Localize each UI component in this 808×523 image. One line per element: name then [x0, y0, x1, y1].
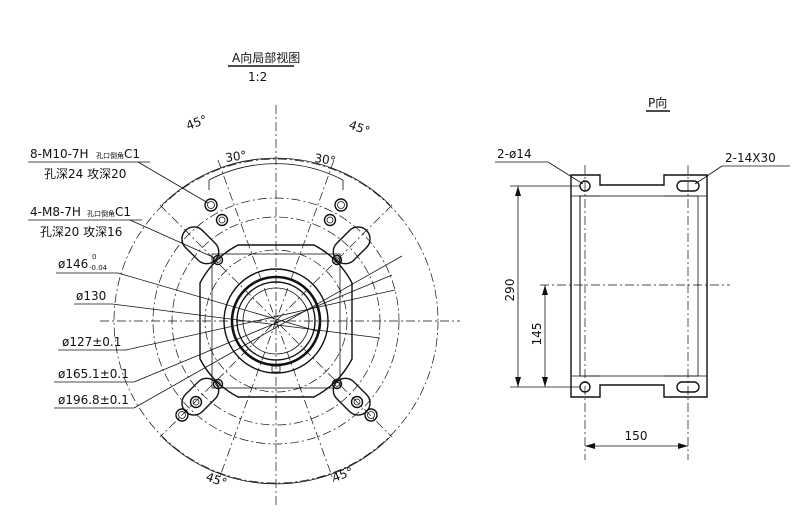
leader-m10	[137, 161, 209, 204]
angle-arc-top	[161, 157, 391, 206]
dia-130-label: ø130	[76, 289, 106, 303]
label-m8-thread: 4-M8-7H	[30, 205, 81, 219]
base-outline	[570, 174, 708, 398]
m10-hole	[175, 408, 189, 422]
flange-inner-square	[211, 253, 341, 389]
boss-top-left	[181, 226, 220, 265]
boss-bottom-left	[181, 377, 220, 416]
m10-hole	[364, 408, 378, 422]
angle-arc-bottom	[161, 436, 391, 485]
outer-arc-circle	[113, 158, 439, 484]
leader-165	[133, 274, 393, 383]
arrow	[542, 377, 548, 387]
boss-top-right	[332, 226, 371, 265]
dia-146-label: ø146	[58, 257, 88, 271]
label-m8-chamfer: C1	[115, 205, 131, 219]
leader-130	[111, 303, 381, 339]
bore-outer	[223, 268, 329, 374]
flange-body-outline	[199, 244, 353, 398]
dim-145-text: 145	[530, 323, 544, 346]
m8-hole	[331, 378, 343, 390]
view-a-scale: 1:2	[248, 70, 267, 84]
arrow	[515, 377, 521, 387]
label-m8-chamfer-note: 孔口倒角	[87, 209, 115, 218]
angle-inner-left: 30°	[224, 148, 247, 165]
p-slots-leader	[694, 165, 723, 185]
view-p-title: P向	[648, 95, 667, 110]
diag-centerline-2	[159, 204, 393, 438]
leader-196	[133, 255, 403, 409]
p-slots-label: 2-14X30	[725, 151, 776, 165]
m10-hole	[334, 198, 348, 212]
dia-165-label: ø165.1±0.1	[58, 367, 129, 381]
angle-top-right: 45°	[347, 118, 372, 138]
arrow	[542, 285, 548, 295]
base-inner-rect	[579, 195, 699, 377]
m10-hole	[323, 213, 337, 227]
label-m10-depth: 孔深24 攻深20	[44, 167, 126, 181]
label-m10-chamfer-note: 孔口倒角	[96, 151, 124, 160]
m8-hole	[212, 378, 224, 390]
p-holes-label: 2-ø14	[497, 147, 532, 161]
leader-127	[125, 289, 396, 351]
angle-top-left: 45°	[184, 112, 209, 132]
dia-196-label: ø196.8±0.1	[58, 393, 129, 407]
view-p: 290 145 150 2-ø14 2-14X30	[495, 147, 790, 460]
leader-146	[117, 272, 321, 333]
diag-centerline-4	[217, 159, 335, 483]
angle-arc-inner	[208, 163, 344, 181]
m10-hole	[350, 395, 364, 409]
angle-bottom-left: 45°	[204, 470, 229, 490]
label-m10-thread: 8-M10-7H	[30, 147, 89, 161]
view-a-labels: 8-M10-7H 孔口倒角 C1 孔深24 攻深20 4-M8-7H 孔口倒角 …	[28, 147, 403, 409]
dim-150-text: 150	[625, 429, 648, 443]
leader-m8	[129, 219, 216, 259]
bore-130	[236, 281, 316, 361]
dia-146-upper-tol: 0	[92, 253, 96, 261]
p-holes-leader	[547, 161, 584, 185]
arrow	[515, 186, 521, 196]
m10-hole	[215, 213, 229, 227]
dia-146-lower-tol: -0.04	[89, 264, 108, 272]
dim-290-text: 290	[503, 279, 517, 302]
angle-inner-right: 30°	[314, 151, 337, 168]
m10-hole	[204, 198, 218, 212]
bore-146	[230, 275, 322, 367]
dia-127-label: ø127±0.1	[62, 335, 121, 349]
m8-hole	[331, 254, 343, 266]
view-a-title: A向局部视图	[232, 50, 300, 65]
label-m8-depth: 孔深20 攻深16	[40, 225, 122, 239]
arrow	[585, 443, 595, 449]
label-m10-chamfer: C1	[124, 147, 140, 161]
m10-hole	[189, 395, 203, 409]
m8-hole	[212, 254, 224, 266]
arrow	[678, 443, 688, 449]
bore-key	[271, 365, 281, 373]
view-a-flange: 45° 45° 30° 30° 45° 45°	[100, 105, 460, 505]
angle-bottom-right: 45°	[330, 464, 355, 484]
